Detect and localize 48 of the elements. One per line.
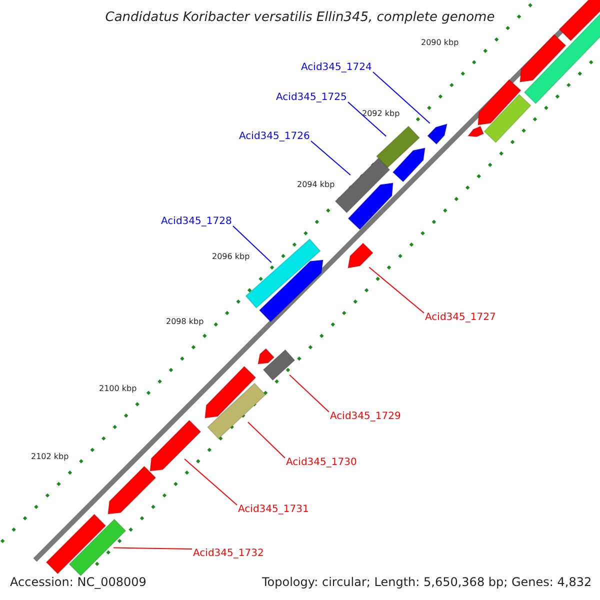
title: Candidatus Koribacter versatilis Ellin345, complete genome — [104, 10, 496, 25]
gene-feature — [477, 78, 522, 126]
leader-line — [248, 422, 286, 458]
gene-bar — [206, 382, 266, 440]
tick-label: 2096 kbp — [212, 252, 250, 261]
gene-bar — [46, 514, 106, 574]
gene-label: Acid345_1730 — [286, 456, 357, 469]
topology-text: Topology: circular; Length: 5,650,368 bp; Genes: 4,832 — [262, 575, 592, 589]
gene-feature — [467, 126, 484, 138]
gene-label: Acid345_1726 — [239, 130, 310, 143]
tick-label: 2090 kbp — [421, 38, 459, 47]
leader-line — [368, 266, 424, 314]
tick-label: 2092 kbp — [362, 109, 400, 118]
gene-label: Acid345_1728 — [161, 215, 232, 228]
tick-label: 2102 kbp — [31, 452, 69, 461]
gene-bar — [334, 158, 390, 214]
gene-feature — [107, 466, 156, 515]
gene-label: Acid345_1729 — [330, 410, 401, 423]
gene-label: Acid345_1731 — [238, 503, 309, 516]
gene-bar — [262, 349, 296, 381]
gene-label: Acid345_1724 — [301, 61, 372, 74]
gene-feature — [392, 147, 426, 182]
leader-line — [289, 374, 330, 412]
gene-label: Acid345_1725 — [276, 91, 347, 104]
gene-feature — [204, 366, 256, 419]
gene-feature — [257, 348, 275, 365]
gene-bar — [484, 94, 532, 144]
leader-line — [348, 102, 387, 137]
leader-line — [232, 226, 272, 263]
gene-feature — [347, 242, 374, 269]
accession-text: Accession: NC_008009 — [10, 575, 146, 589]
gene-bar — [558, 0, 600, 42]
gene-feature — [258, 259, 324, 322]
leader-line — [184, 458, 238, 506]
tick-label: 2098 kbp — [166, 317, 204, 326]
leader-line — [372, 72, 430, 124]
gene-label: Acid345_1732 — [193, 547, 264, 560]
gene-bar — [68, 518, 126, 576]
gene-feature — [149, 420, 202, 472]
gene-feature — [426, 123, 448, 145]
tick-label: 2094 kbp — [297, 180, 335, 189]
gene-feature — [519, 34, 566, 83]
gene-bar — [376, 126, 420, 168]
gene-feature — [348, 182, 394, 230]
tick-label: 2100 kbp — [99, 384, 137, 393]
leader-line — [310, 140, 351, 176]
gene-label: Acid345_1727 — [425, 311, 496, 324]
leader-line — [113, 547, 192, 550]
